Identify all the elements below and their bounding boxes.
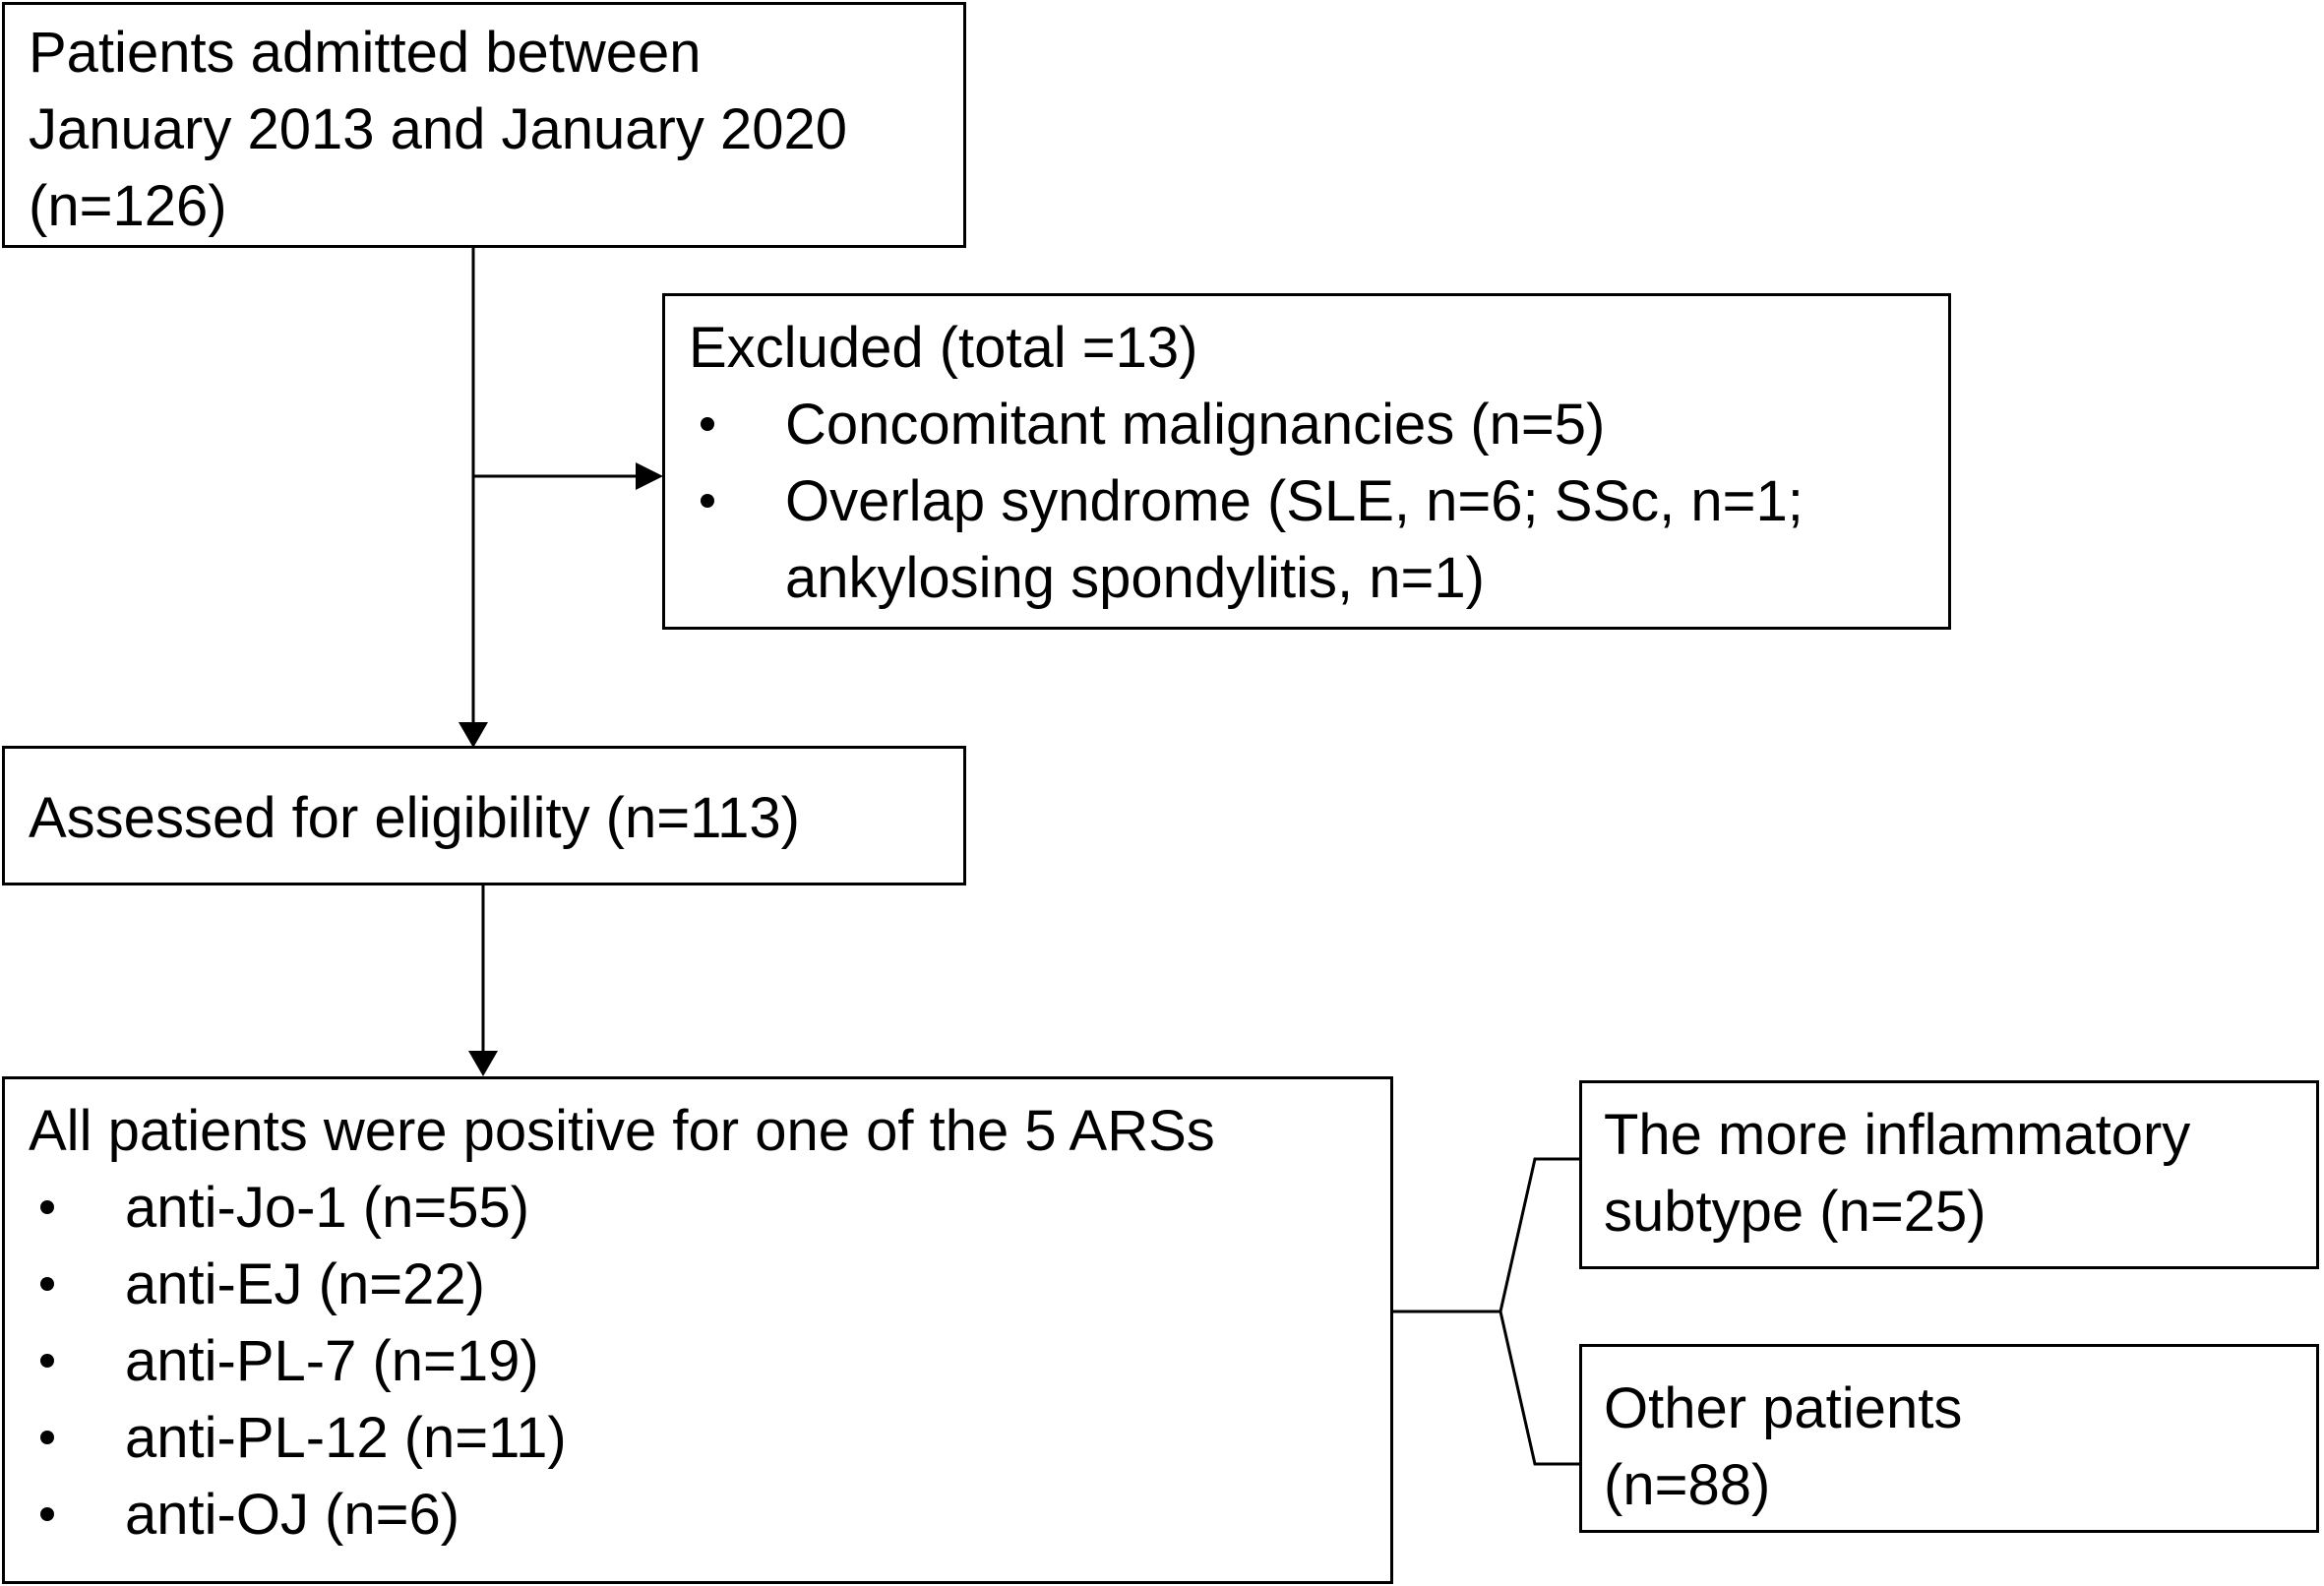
bullet-icon bbox=[40, 1354, 54, 1368]
other-line-2: (n=88) bbox=[1604, 1453, 1771, 1517]
ars-item-label: anti-EJ (n=22) bbox=[125, 1252, 485, 1316]
arrow-to-ars bbox=[468, 1051, 498, 1076]
ars-item-label: anti-OJ (n=6) bbox=[125, 1483, 460, 1547]
excluded-item-line: Concomitant malignancies (n=5) bbox=[785, 393, 1606, 457]
inflammatory-line-1: The more inflammatory bbox=[1604, 1103, 2191, 1167]
arrow-to-excluded bbox=[636, 462, 663, 490]
ars-item: anti-Jo-1 (n=55) bbox=[29, 1170, 1390, 1247]
bullet-icon bbox=[40, 1277, 54, 1291]
ars-item-label: anti-Jo-1 (n=55) bbox=[125, 1176, 530, 1240]
ars-item: anti-EJ (n=22) bbox=[29, 1247, 1390, 1323]
split-upper-line bbox=[1498, 1157, 1580, 1312]
ars-title: All patients were positive for one of th… bbox=[29, 1099, 1215, 1163]
bullet-icon bbox=[701, 494, 714, 508]
ars-item-label: anti-PL-12 (n=11) bbox=[125, 1406, 567, 1470]
excluded-item: Overlap syndrome (SLE, n=6; SSc, n=1; an… bbox=[689, 463, 1948, 617]
excluded-title: Excluded (total =13) bbox=[689, 316, 1198, 380]
ars-item: anti-OJ (n=6) bbox=[29, 1477, 1390, 1554]
bullet-icon bbox=[40, 1200, 54, 1214]
excluded-item-line: Overlap syndrome (SLE, n=6; SSc, n=1; bbox=[785, 469, 1804, 533]
other-patients-box: Other patients (n=88) bbox=[1579, 1344, 2319, 1533]
ars-item: anti-PL-12 (n=11) bbox=[29, 1400, 1390, 1477]
bullet-icon bbox=[40, 1507, 54, 1521]
excluded-box: Excluded (total =13) Concomitant maligna… bbox=[662, 293, 1951, 630]
excluded-item-line: ankylosing spondylitis, n=1) bbox=[785, 546, 1485, 610]
assessed-box: Assessed for eligibility (n=113) bbox=[2, 746, 966, 885]
other-line-1: Other patients bbox=[1604, 1376, 1963, 1440]
ars-item: anti-PL-7 (n=19) bbox=[29, 1323, 1390, 1400]
bullet-icon bbox=[40, 1431, 54, 1444]
ars-box: All patients were positive for one of th… bbox=[2, 1076, 1393, 1584]
bullet-icon bbox=[701, 417, 714, 431]
assessed-text: Assessed for eligibility (n=113) bbox=[29, 786, 800, 850]
admitted-line-2: January 2013 and January 2020 bbox=[29, 97, 847, 161]
excluded-item: Concomitant malignancies (n=5) bbox=[689, 387, 1948, 463]
arrow-to-assessed bbox=[459, 722, 488, 748]
admitted-line-1: Patients admitted between bbox=[29, 21, 702, 85]
inflammatory-line-2: subtype (n=25) bbox=[1604, 1180, 1987, 1244]
admitted-box: Patients admitted between January 2013 a… bbox=[2, 2, 966, 248]
admitted-line-3: (n=126) bbox=[29, 174, 227, 238]
split-lower-line bbox=[1498, 1311, 1580, 1466]
inflammatory-subtype-box: The more inflammatory subtype (n=25) bbox=[1579, 1080, 2319, 1269]
ars-item-label: anti-PL-7 (n=19) bbox=[125, 1329, 539, 1393]
